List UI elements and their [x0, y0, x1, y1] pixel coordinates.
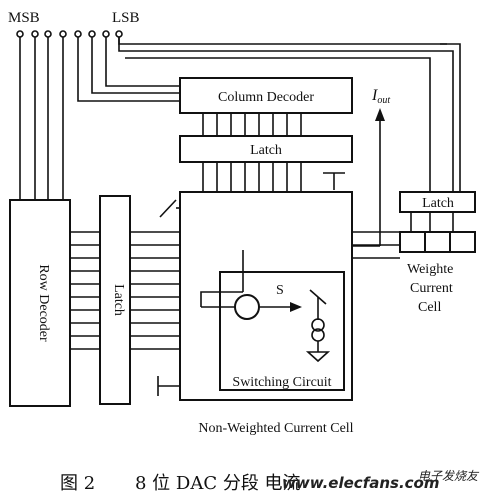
- row-latch-label: Latch: [111, 284, 126, 316]
- weighted-cell-label-2: Current: [410, 281, 453, 296]
- switch-wiring: [200, 250, 327, 320]
- watermark-url: www.elecfans.com: [282, 474, 439, 492]
- msb-bus-lines: [19, 37, 64, 200]
- figure-number: 图 2: [60, 473, 95, 494]
- input-terminals: [16, 30, 123, 38]
- weighted-latch-label: Latch: [422, 196, 454, 211]
- lsb-label: LSB: [112, 10, 140, 26]
- column-decoder-label: Column Decoder: [218, 90, 314, 105]
- row-latch-array-lines: [130, 231, 180, 350]
- switch-s-label: S: [276, 283, 284, 298]
- column-latch-label: Latch: [250, 143, 282, 158]
- msb-label: MSB: [8, 10, 40, 26]
- column-decoder-block: [179, 77, 353, 114]
- weighted-latch-block: [399, 191, 476, 213]
- array-weighted-lines: [352, 231, 400, 259]
- iout-arrow: [352, 108, 385, 247]
- clock-tee-symbol: [323, 172, 345, 190]
- row-clock-symbol: [157, 376, 180, 396]
- row-latch-block: [99, 195, 131, 405]
- weighted-cell-label-3: Cell: [418, 300, 441, 315]
- watermark: www.elecfans.com 电子发烧友: [282, 469, 480, 492]
- decoder-row-latch-lines: [70, 231, 100, 350]
- iout-label: Iout: [371, 87, 390, 106]
- switching-circuit-label: Switching Circuit: [232, 375, 331, 390]
- weighted-cell-boxes: [399, 231, 476, 253]
- decoder-latch-lines: [202, 113, 302, 136]
- column-bus-lines: [77, 37, 180, 102]
- bus-slash-symbol: [159, 199, 177, 218]
- lsb-bus-lines: [118, 37, 461, 192]
- latch-to-cell-lines: [410, 212, 454, 232]
- row-decoder-label: Row Decoder: [36, 264, 51, 342]
- figure-caption: 8 位 DAC 分段 电流: [135, 473, 301, 494]
- watermark-cn: 电子发烧友: [418, 469, 480, 483]
- row-decoder-block: [9, 199, 71, 407]
- column-latch-block: [179, 135, 353, 163]
- weighted-cell-label-1: Weighte: [407, 262, 453, 277]
- switch-node: [234, 294, 260, 320]
- non-weighted-label: Non-Weighted Current Cell: [198, 421, 353, 436]
- latch-array-lines: [202, 162, 302, 192]
- current-source-icon: [305, 318, 331, 363]
